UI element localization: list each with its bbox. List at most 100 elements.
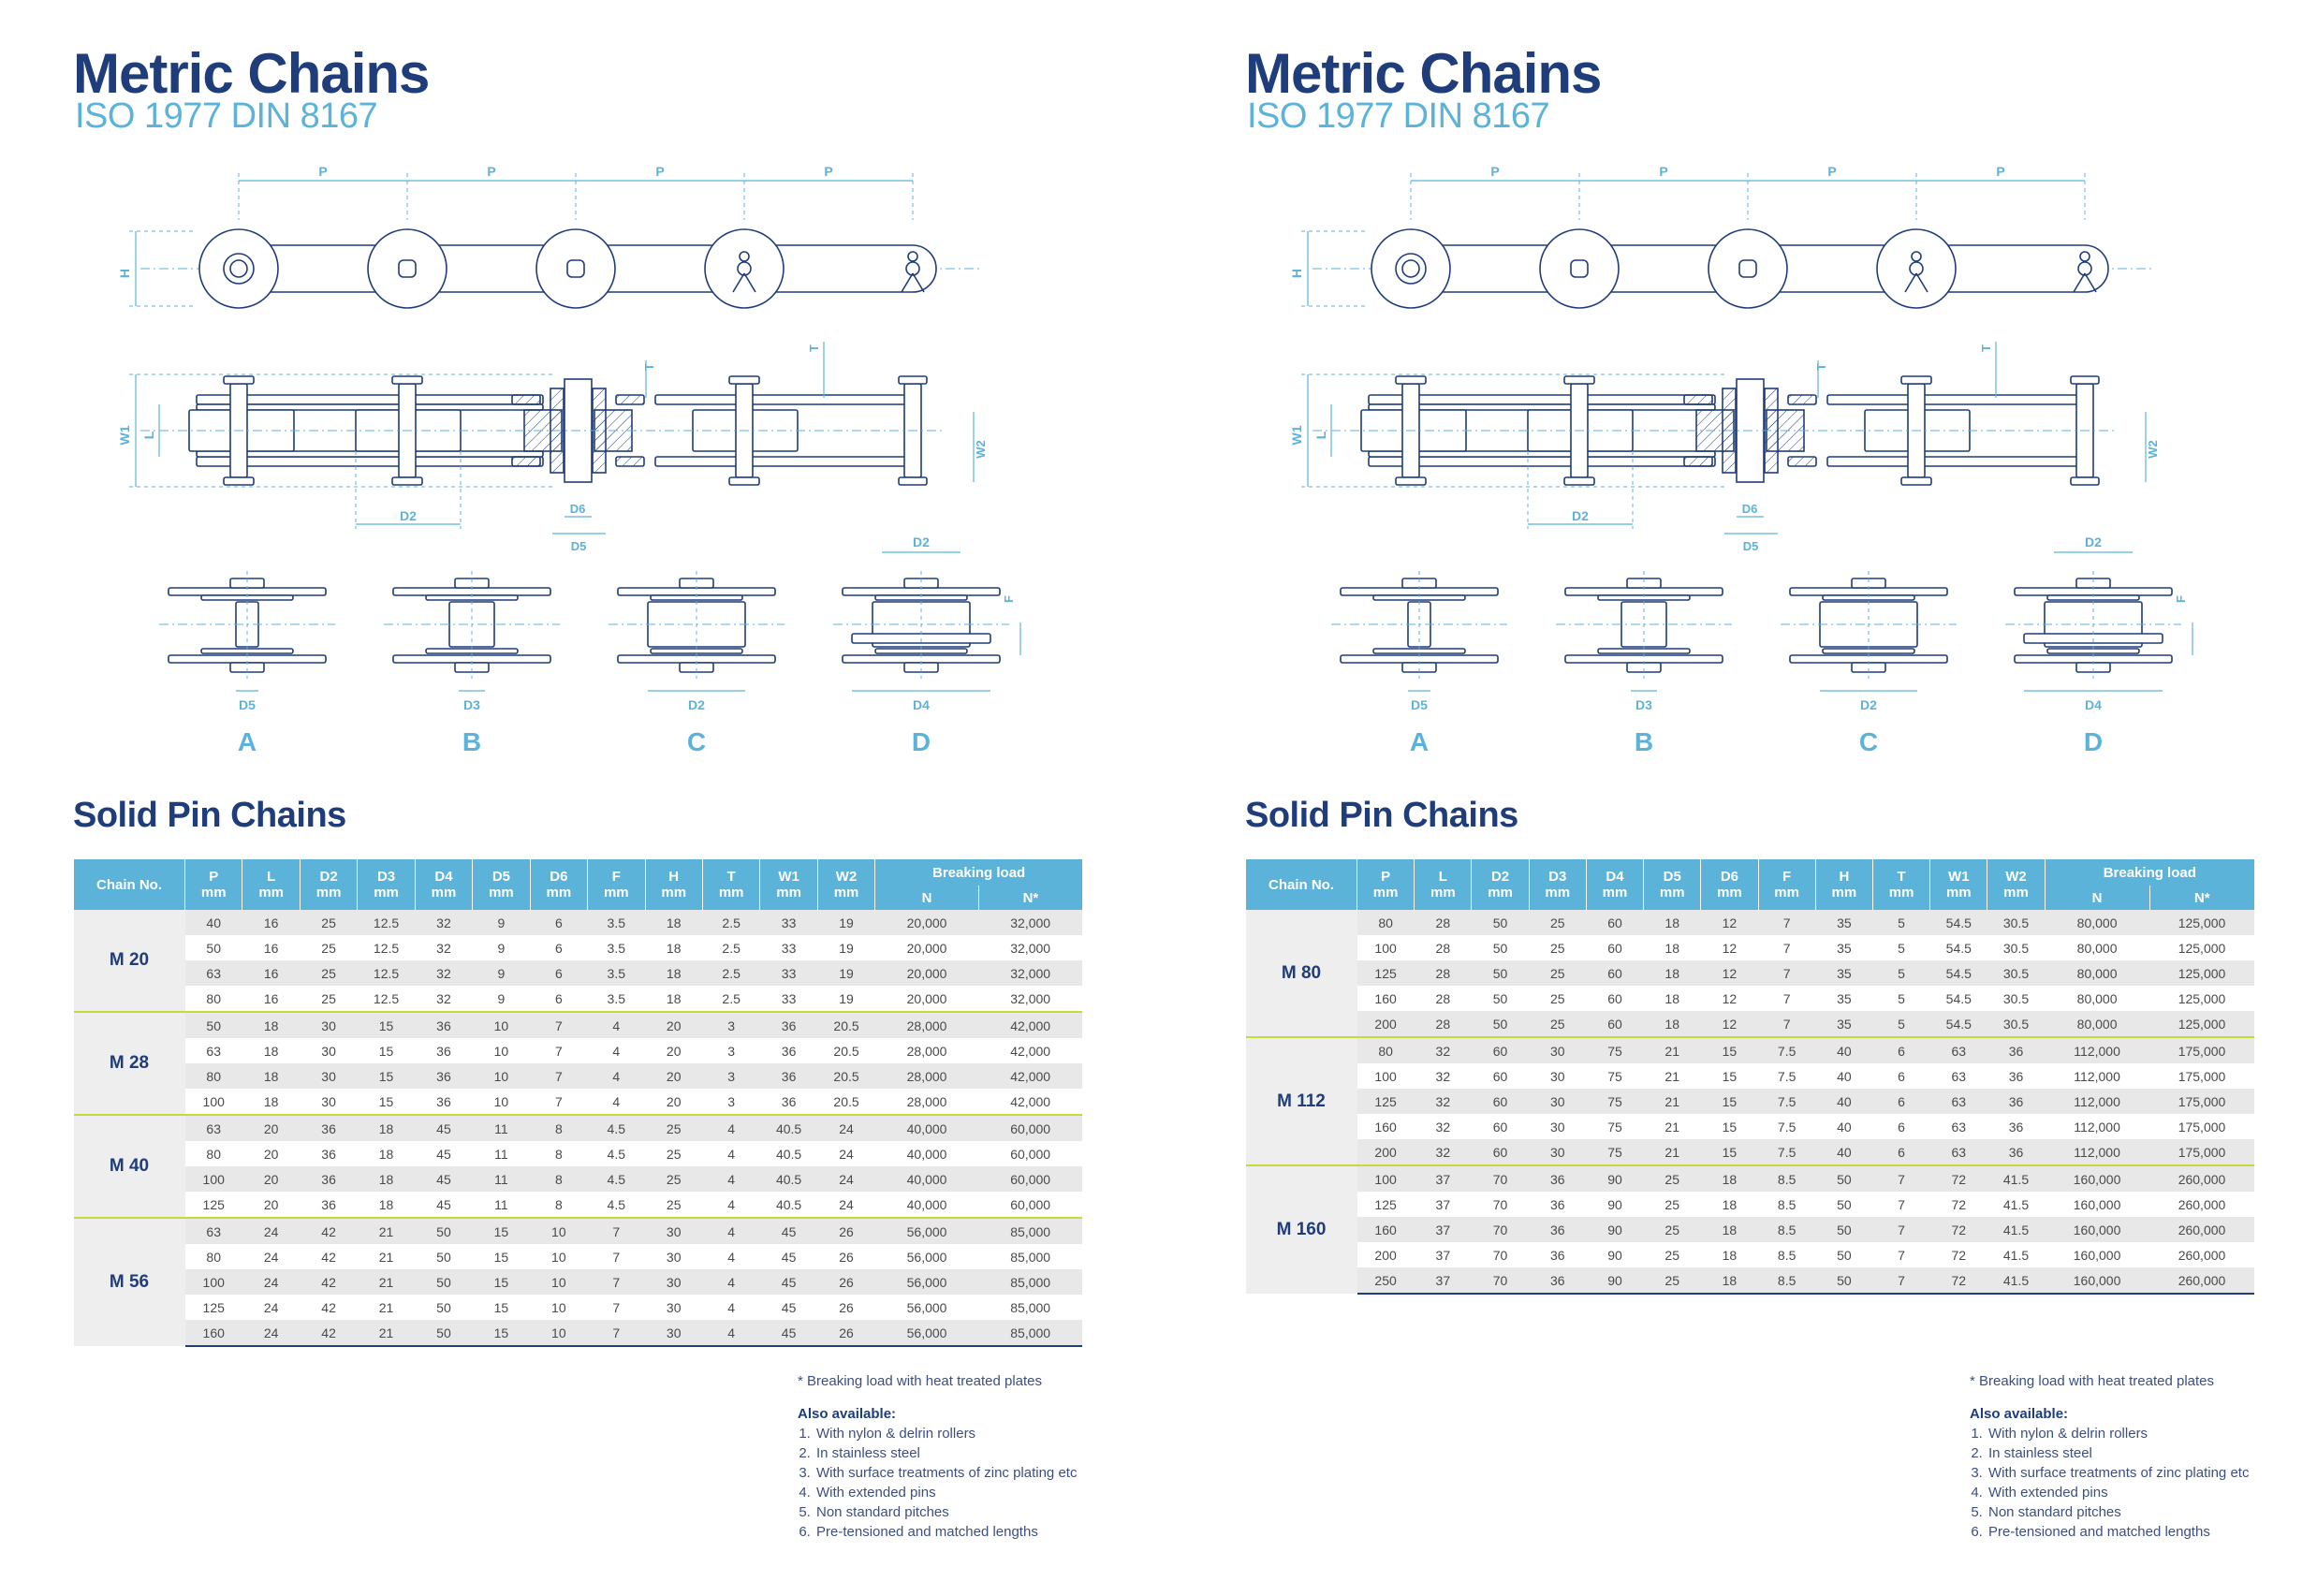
table-cell: 200 xyxy=(1356,1139,1415,1165)
svg-text:D: D xyxy=(912,727,931,756)
table-cell: 16 xyxy=(242,960,301,986)
table-cell: 26 xyxy=(817,1217,875,1244)
table-cell: 12.5 xyxy=(373,940,400,956)
table-cell: 15 xyxy=(493,1299,509,1315)
table-cell: 4 xyxy=(727,1196,736,1212)
table-cell: 4 xyxy=(702,1217,760,1244)
table-cell: 16 xyxy=(242,910,301,935)
table-cell: 125 xyxy=(202,1299,225,1315)
table-cell: 80,000 xyxy=(2076,940,2118,956)
table-cell: 36 xyxy=(781,1043,797,1059)
table-cell: 20.5 xyxy=(833,1093,859,1109)
table-cell: 30 xyxy=(645,1269,703,1295)
table-cell: 80 xyxy=(1356,1036,1415,1063)
svg-text:B: B xyxy=(1635,727,1653,756)
table-cell: 6 xyxy=(1898,1068,1905,1084)
table-cell: 80 xyxy=(206,1249,221,1265)
table-cell: 60 xyxy=(1607,940,1622,956)
table-cell: 18 xyxy=(357,1114,416,1141)
table-cell: 41.5 xyxy=(1987,1164,2046,1192)
table-cell: 60 xyxy=(1471,1036,1530,1063)
table-cell: 25 xyxy=(666,1196,682,1212)
table-cell: 36 xyxy=(2008,1119,2024,1135)
table-cell: 45 xyxy=(781,1249,797,1265)
footnote: * Breaking load with heat treated plates xyxy=(798,1373,1042,1389)
svg-text:H: H xyxy=(117,269,132,278)
svg-text:D5: D5 xyxy=(1743,539,1759,553)
table-cell: 175,000 xyxy=(2149,1089,2254,1114)
table-cell: 26 xyxy=(817,1269,875,1295)
table-cell: 32,000 xyxy=(978,910,1082,935)
table-cell: 5 xyxy=(1872,960,1930,986)
svg-text:F: F xyxy=(1002,595,1016,603)
table-cell: 36 xyxy=(415,1011,473,1038)
table-cell: 70 xyxy=(1492,1196,1508,1212)
table-cell: 40.5 xyxy=(759,1114,818,1141)
table-cell: 24 xyxy=(817,1166,875,1192)
table-cell: 36 xyxy=(781,1093,797,1109)
table-cell: 41.5 xyxy=(2002,1196,2030,1212)
table-cell: 20 xyxy=(666,1093,682,1109)
svg-text:D3: D3 xyxy=(463,697,480,712)
table-cell: 4.5 xyxy=(607,1146,626,1162)
table-cell: 25 xyxy=(1643,1164,1701,1192)
table-cell: 4 xyxy=(587,1063,645,1089)
table-cell: 72 xyxy=(1951,1247,1967,1263)
svg-text:D4: D4 xyxy=(2085,697,2102,712)
footnote: * Breaking load with heat treated plates xyxy=(1970,1373,2214,1389)
table-cell: 30 xyxy=(645,1320,703,1347)
table-cell: 42 xyxy=(300,1269,358,1295)
table-cell: 45 xyxy=(415,1114,473,1141)
table-cell: 15 xyxy=(378,1043,394,1059)
table-cell: 15 xyxy=(357,1063,416,1089)
table-cell: 40,000 xyxy=(906,1146,947,1162)
table-cell: 80 xyxy=(1356,910,1415,935)
table-cell: 11 xyxy=(494,1196,508,1212)
table-cell: 5 xyxy=(1898,990,1905,1006)
list-item: With extended pins xyxy=(814,1483,1077,1502)
table-cell: 90 xyxy=(1607,1196,1622,1212)
svg-text:D2: D2 xyxy=(400,508,417,523)
table-cell: 6 xyxy=(1872,1089,1930,1114)
table-cell: 125 xyxy=(1356,960,1415,986)
table-cell: 19 xyxy=(817,910,875,935)
table-cell: 15 xyxy=(1700,1036,1759,1063)
table-cell: 18 xyxy=(378,1146,394,1162)
table-cell: 25 xyxy=(300,960,358,986)
table-cell: 10 xyxy=(472,1063,531,1089)
table-cell: 4 xyxy=(727,1299,736,1315)
table-cell: 25 xyxy=(321,990,336,1006)
list-item: Pre-tensioned and matched lengths xyxy=(814,1522,1077,1542)
table-cell: 42 xyxy=(321,1249,336,1265)
table-cell: 5 xyxy=(1872,910,1930,935)
table-cell: 6 xyxy=(530,960,588,986)
svg-text:D6: D6 xyxy=(570,502,586,516)
table-cell: 125,000 xyxy=(2149,1011,2254,1037)
table-cell: 9 xyxy=(497,990,506,1006)
table-cell: 30 xyxy=(300,1011,358,1038)
table-cell: 56,000 xyxy=(874,1320,979,1347)
table-cell: 2.5 xyxy=(722,990,741,1006)
table-cell: 112,000 xyxy=(2045,1036,2150,1063)
table-cell: 30.5 xyxy=(1987,910,2046,935)
table-cell: 42 xyxy=(300,1217,358,1244)
list-item: With nylon & delrin rollers xyxy=(1987,1424,2249,1443)
table-cell: 112,000 xyxy=(2074,1068,2120,1084)
table-cell: 24 xyxy=(263,1299,279,1315)
table-cell: 25 xyxy=(1643,1267,1701,1295)
list-item: Non standard pitches xyxy=(1987,1502,2249,1522)
table-cell: 10 xyxy=(493,1093,509,1109)
table-cell: 19 xyxy=(839,940,854,956)
table-cell: 18 xyxy=(1722,1196,1738,1212)
table-cell: 175,000 xyxy=(2149,1036,2254,1063)
table-cell: 30 xyxy=(321,1093,336,1109)
table-cell: 7 xyxy=(1898,1247,1905,1263)
also-available-list: With nylon & delrin rollers In stainless… xyxy=(1970,1424,2249,1542)
